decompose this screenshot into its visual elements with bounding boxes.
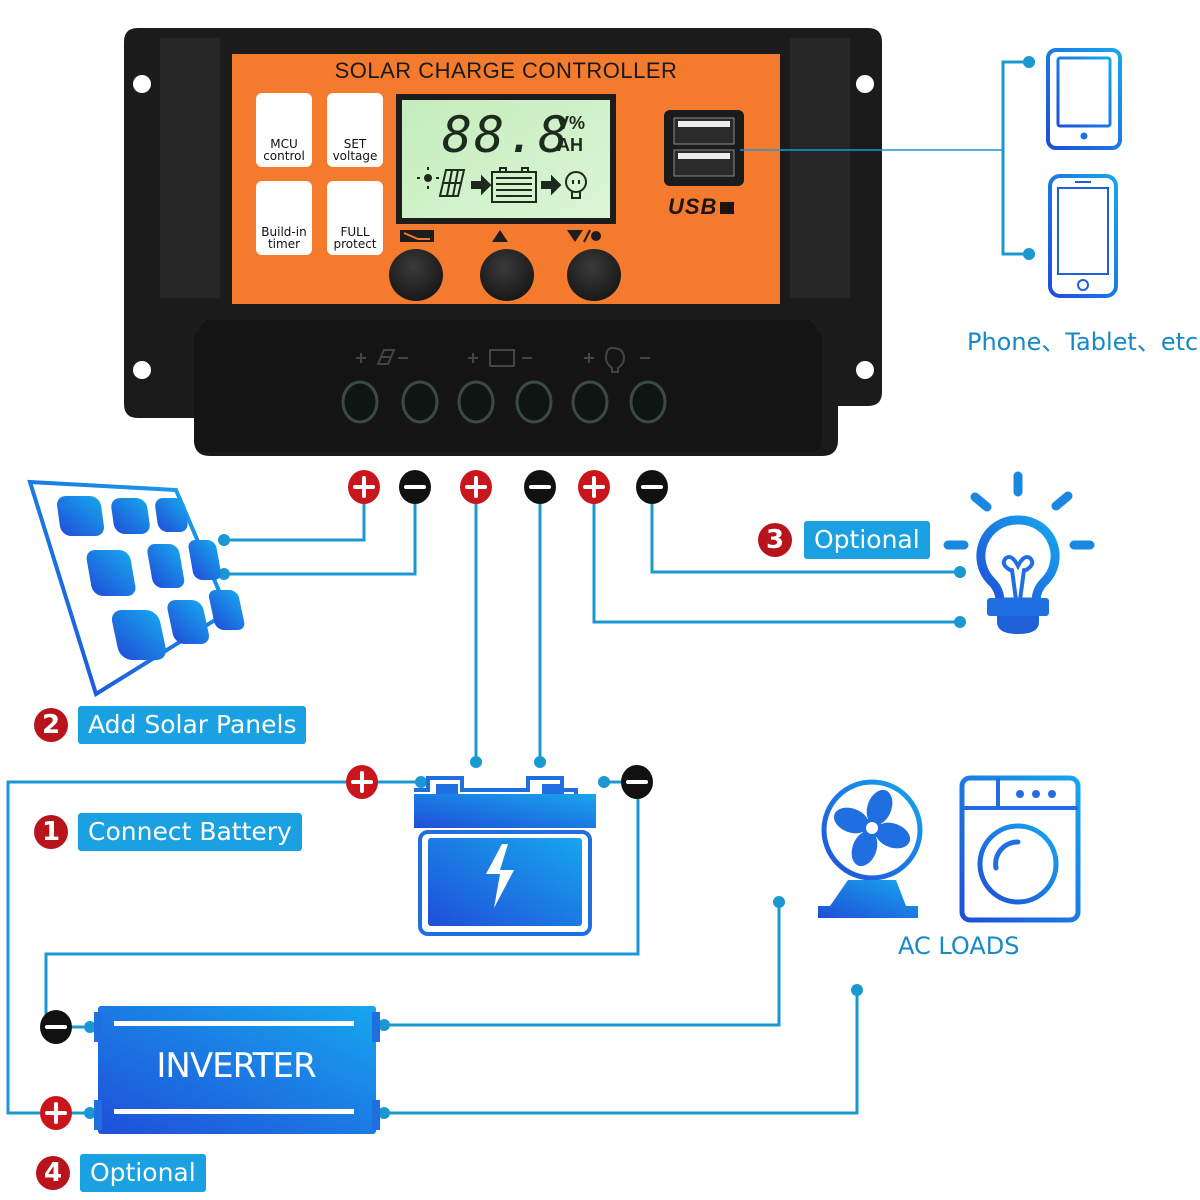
- screw-terminal: [515, 380, 553, 424]
- feature-label: FULL: [340, 225, 370, 239]
- down-minus-bulb-icon: [567, 229, 601, 243]
- bulb-icon: [565, 171, 587, 199]
- feature-label: timer: [267, 237, 301, 251]
- positive-terminal-icon: [460, 470, 492, 504]
- lcd-units: V% AH: [557, 112, 585, 156]
- step-number-2: 2: [34, 708, 68, 742]
- positive-terminal-icon: [348, 470, 380, 504]
- negative-terminal-icon: [399, 470, 431, 504]
- solar-panel-icon: [27, 479, 245, 698]
- up-button[interactable]: [480, 249, 534, 301]
- screw-terminal: [341, 380, 379, 424]
- negative-terminal-icon: [636, 470, 668, 504]
- screw-terminal: [401, 380, 439, 424]
- washing-machine-icon: [959, 775, 1081, 923]
- tablet-icon: [1046, 48, 1122, 150]
- terminal-block: [194, 320, 822, 452]
- mounting-hole: [856, 75, 874, 93]
- mounting-hole: [133, 361, 151, 379]
- lcd-unit-1: V%: [557, 113, 586, 133]
- feature-label: protect: [333, 237, 377, 251]
- terminal-labels: [356, 346, 650, 373]
- inverter-icon: [94, 1006, 380, 1134]
- light-bulb-icon: [943, 471, 1095, 634]
- usb-plug-icon: [720, 202, 735, 215]
- devices-caption: Phone、Tablet、etc: [967, 328, 1199, 356]
- step-label-2: Add Solar Panels: [78, 706, 307, 744]
- fan-icon: [818, 779, 923, 918]
- left-rail: [160, 38, 220, 298]
- inverter-positive-icon: [40, 1096, 72, 1130]
- lcd-digits: 88.8: [442, 106, 571, 164]
- mounting-hole: [133, 75, 151, 93]
- step-label-4: Optional: [80, 1154, 206, 1192]
- battery-positive-icon: [346, 765, 378, 799]
- mounting-hole: [856, 361, 874, 379]
- polarity-pins: [40, 470, 668, 1130]
- right-rail: [790, 38, 850, 298]
- controller-title: SOLAR CHARGE CONTROLLER: [334, 58, 678, 83]
- battery-icon: [491, 167, 537, 203]
- step-label-3: Optional: [804, 521, 930, 559]
- positive-terminal-icon: [578, 470, 610, 504]
- lcd-flow: [417, 167, 587, 203]
- feature-label: MCU: [270, 137, 298, 151]
- arrow-icon: [471, 174, 492, 196]
- feature-label: Build-in: [261, 225, 307, 239]
- solar-panel-icon: [438, 169, 466, 197]
- feature-label: SET: [343, 137, 367, 151]
- screw-terminal: [629, 380, 667, 424]
- screw-terminal: [457, 380, 495, 424]
- menu-button[interactable]: [389, 249, 443, 301]
- phone-icon: [1048, 174, 1118, 298]
- step-number-1: 1: [34, 815, 68, 849]
- usb-port: [664, 110, 744, 186]
- step-number-3: 3: [758, 523, 792, 557]
- usb-label: USB: [668, 194, 735, 220]
- battery-icon: [414, 776, 596, 936]
- feature-label: control: [263, 149, 305, 163]
- battery-negative-icon: [621, 765, 653, 799]
- step-label-1: Connect Battery: [78, 813, 302, 851]
- sun-icon: [417, 167, 439, 189]
- inverter-label: INVERTER: [156, 1046, 316, 1086]
- feature-label: voltage: [332, 149, 378, 163]
- lcd-unit-2: AH: [557, 135, 583, 155]
- up-plus-icon: [492, 230, 508, 242]
- negative-terminal-icon: [524, 470, 556, 504]
- ac-loads-caption: AC LOADS: [898, 932, 1020, 960]
- down-load-button[interactable]: [567, 249, 621, 301]
- arrow-icon: [541, 174, 562, 196]
- usb-label-text: USB: [668, 194, 718, 219]
- inverter-negative-icon: [40, 1010, 72, 1044]
- wires: [6, 56, 1035, 1119]
- screw-terminals: [341, 380, 667, 424]
- screw-terminal: [571, 380, 609, 424]
- menu-icon: [400, 230, 434, 242]
- step-number-4: 4: [36, 1156, 70, 1190]
